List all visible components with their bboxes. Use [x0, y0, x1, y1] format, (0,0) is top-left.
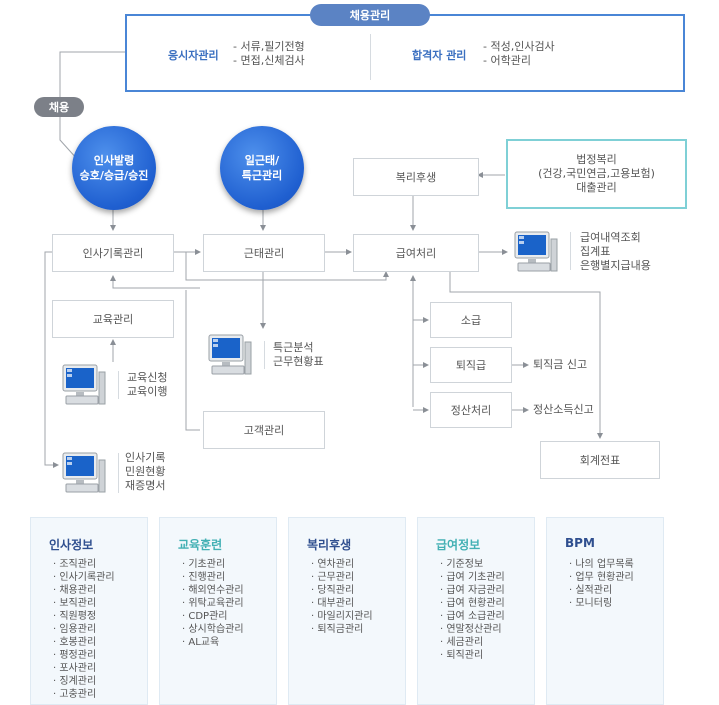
module-panel-item: 포사관리 — [53, 662, 115, 675]
module-panel-title: BPM — [565, 536, 595, 550]
module-panel-item: 급여 자금관리 — [440, 584, 504, 597]
module-panel-3: 복리후생연차관리근무관리당직관리대부관리마일리지관리퇴직금관리 — [288, 517, 406, 705]
module-panel-item: 진행관리 — [182, 571, 244, 584]
divider — [118, 371, 119, 399]
module-panel-item: 세금관리 — [440, 636, 505, 649]
passer-items: - 적성,인사검사 - 어학관리 — [483, 40, 555, 67]
module-panel-5: BPM 나의 업무목록업무 현황관리실적관리모니터링 — [546, 517, 664, 705]
module-panel-item: 연차관리 — [311, 558, 373, 571]
education-box: 교육관리 — [52, 300, 174, 338]
passer-label: 합격자 관리 — [412, 49, 467, 62]
module-panel-item: 퇴직금관리 — [311, 623, 373, 636]
hire-pill: 채용 — [34, 97, 84, 117]
module-panel-4: 급여정보기준정보급여 기초관리급여 자금관리급여 현황관리급여 소급관리연말정산… — [417, 517, 535, 705]
retro-pay-box: 소급 — [430, 302, 512, 338]
settlement-box: 정산처리 — [430, 392, 512, 428]
module-panel-item: 대부관리 — [311, 597, 373, 610]
module-panel-title: 복리후생 — [307, 538, 352, 552]
module-panel-item: 채용관리 — [53, 584, 115, 597]
divider — [570, 232, 571, 270]
module-panel-item: 급여 기초관리 — [440, 571, 504, 584]
payroll-box: 급여처리 — [353, 234, 479, 272]
personnel-output-list: 인사기록 민원현황 재증명서 — [125, 451, 166, 492]
accounting-box: 회계전표 — [540, 441, 660, 479]
module-panel-item: AL교육 — [182, 636, 244, 649]
computer-icon — [62, 364, 106, 405]
module-panel-item: 근무관리 — [311, 571, 373, 584]
divider — [264, 341, 265, 369]
welfare-box: 복리후생 — [353, 158, 479, 196]
computer-icon — [514, 231, 558, 272]
module-panel-item: 조직관리 — [53, 558, 115, 571]
module-panel-1: 인사정보조직관리인사기록관리채용관리보직관리직원평정임용관리호봉관리평정관리포사… — [30, 517, 148, 705]
module-panel-list: 조직관리인사기록관리채용관리보직관리직원평정임용관리호봉관리평정관리포사관리징계… — [53, 558, 115, 701]
module-panel-item: 호봉관리 — [53, 636, 115, 649]
module-panel-2: 교육훈련기초관리진행관리해외연수관리위탁교육관리CDP관리상시학습관리AL교육 — [159, 517, 277, 705]
appointment-circle: 인사발령 승호/승급/승진 — [72, 126, 156, 210]
module-panel-item: 평정관리 — [53, 649, 115, 662]
overtime-output-list: 특근분석 근무현황표 — [273, 341, 324, 368]
divider — [370, 34, 371, 80]
module-panel-list: 기초관리진행관리해외연수관리위탁교육관리CDP관리상시학습관리AL교육 — [182, 558, 244, 649]
module-panel-item: 임용관리 — [53, 623, 115, 636]
module-panel-item: 업무 현황관리 — [569, 571, 633, 584]
module-panel-item: 급여 소급관리 — [440, 610, 504, 623]
divider — [118, 453, 119, 493]
module-panel-title: 교육훈련 — [178, 538, 223, 552]
applicant-items: - 서류,필기전형 - 면접,신체검사 — [233, 40, 305, 67]
module-panel-list: 나의 업무목록업무 현황관리실적관리모니터링 — [569, 558, 634, 610]
computer-icon — [208, 334, 252, 375]
recruitment-title: 채용관리 — [310, 4, 430, 26]
module-panel-title: 인사정보 — [49, 538, 94, 552]
computer-icon — [62, 452, 106, 493]
education-output-list: 교육신청 교육이행 — [127, 371, 168, 398]
module-panel-item: 퇴직관리 — [440, 649, 505, 662]
module-panel-item: 모니터링 — [569, 597, 634, 610]
module-panel-list: 연차관리근무관리당직관리대부관리마일리지관리퇴직금관리 — [311, 558, 373, 636]
attendance-mgmt-box: 근태관리 — [203, 234, 325, 272]
applicant-label: 응시자관리 — [168, 49, 219, 62]
customer-box: 고객관리 — [203, 411, 325, 449]
module-panel-item: 인사기록관리 — [53, 571, 114, 584]
module-panel-item: CDP관리 — [182, 610, 244, 623]
module-panel-item: 해외연수관리 — [182, 584, 243, 597]
module-panel-title: 급여정보 — [436, 538, 481, 552]
personnel-record-box: 인사기록관리 — [52, 234, 174, 272]
module-panel-item: 마일리지관리 — [311, 610, 372, 623]
module-panel-item: 위탁교육관리 — [182, 597, 243, 610]
severance-box: 퇴직급 — [430, 347, 512, 383]
module-panel-item: 실적관리 — [569, 584, 634, 597]
module-panel-item: 급여 현황관리 — [440, 597, 504, 610]
attendance-circle: 일근태/ 특근관리 — [220, 126, 304, 210]
module-panel-item: 직원평정 — [53, 610, 115, 623]
module-panel-item: 나의 업무목록 — [569, 558, 633, 571]
legal-welfare-box: 법정복리 (건강,국민연금,고용보험) 대출관리 — [506, 139, 687, 209]
module-panel-list: 기준정보급여 기초관리급여 자금관리급여 현황관리급여 소급관리연말정산관리세금… — [440, 558, 505, 662]
module-panel-item: 보직관리 — [53, 597, 115, 610]
tax-settlement-label: 정산소득신고 — [533, 403, 594, 416]
module-panel-item: 징계관리 — [53, 675, 115, 688]
module-panel-item: 기준정보 — [440, 558, 505, 571]
severance-report-label: 퇴직금 신고 — [533, 358, 588, 371]
module-panel-item: 상시학습관리 — [182, 623, 243, 636]
module-panel-item: 고충관리 — [53, 688, 115, 701]
module-panel-item: 기초관리 — [182, 558, 244, 571]
module-panel-item: 당직관리 — [311, 584, 373, 597]
module-panel-item: 연말정산관리 — [440, 623, 505, 636]
payroll-output-list: 급여내역조회 집계표 은행별지급내용 — [580, 231, 651, 272]
